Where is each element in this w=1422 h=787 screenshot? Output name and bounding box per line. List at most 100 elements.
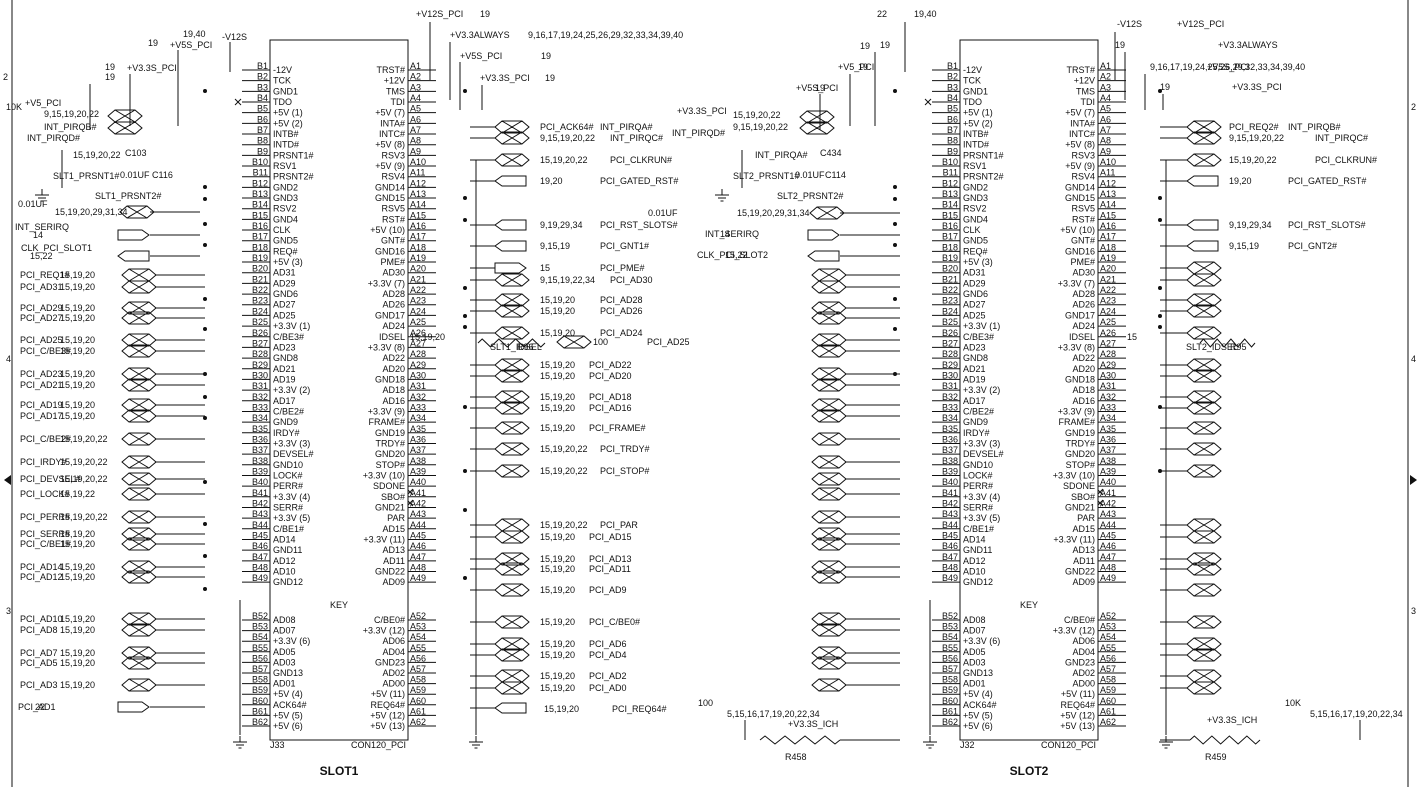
port-bidir <box>1186 304 1222 318</box>
junction <box>893 185 897 189</box>
port-bidir <box>811 487 847 501</box>
pin-number: B58 <box>942 675 958 685</box>
port-out <box>494 219 527 231</box>
label: 2 <box>3 72 8 82</box>
pin-name: +5V (6) <box>273 721 303 731</box>
label: 9,16,17,19,24,25,26,29,32,33,34,39,40 <box>528 30 683 40</box>
pin-name: PERR# <box>273 481 303 491</box>
label: C114 <box>825 170 846 180</box>
pin-number: B52 <box>942 611 958 621</box>
junction <box>1158 286 1162 290</box>
pin-name: +3.3V (8) <box>368 342 405 352</box>
pin-name: GND8 <box>963 353 988 363</box>
connector-ref: J32 <box>960 740 975 750</box>
port-bidir <box>1186 669 1222 683</box>
junction <box>203 89 207 93</box>
pin-number: B36 <box>942 434 958 444</box>
pin-name: ACK64# <box>963 700 997 710</box>
pin-number: A35 <box>1100 424 1116 434</box>
label: PCI_AD0 <box>589 683 627 693</box>
label: 15,19,20,22 <box>540 155 588 165</box>
pin-name: SERR# <box>963 502 993 512</box>
label: 15,19,20 <box>60 270 95 280</box>
port-bidir <box>811 678 847 692</box>
pin-number: A14 <box>1100 200 1116 210</box>
port-bidir <box>1186 120 1222 134</box>
pin-name: REQ# <box>963 246 988 256</box>
pin-name: +5V (13) <box>370 721 405 731</box>
pin-number: A42 <box>410 498 426 508</box>
label: PCI_AD24 <box>600 328 643 338</box>
pin-name: +5V (2) <box>273 118 303 128</box>
resistor <box>1189 735 1261 745</box>
junction <box>1158 325 1162 329</box>
pin-number: B9 <box>257 146 268 156</box>
pin-number: A62 <box>1100 717 1116 727</box>
port-bidir <box>811 537 847 551</box>
label: PCI_AD27 <box>20 313 63 323</box>
pin-name: GND20 <box>1065 449 1095 459</box>
pin-name: +5V (3) <box>963 257 993 267</box>
port-bidir <box>811 455 847 469</box>
pin-number: B57 <box>942 664 958 674</box>
pin-number: A36 <box>1100 434 1116 444</box>
pin-number: A33 <box>1100 402 1116 412</box>
pin-number: A1 <box>1100 61 1111 71</box>
pin-name: +3.3V (11) <box>1053 534 1095 544</box>
pin-name: AD30 <box>382 268 405 278</box>
pin-number: B20 <box>252 264 268 274</box>
label: 19,40 <box>914 9 937 19</box>
label: 4 <box>6 354 11 364</box>
pin-name: CLK <box>963 225 981 235</box>
junction <box>463 469 467 473</box>
pin-name: GND8 <box>273 353 298 363</box>
pin-name: +12V <box>1074 76 1095 86</box>
pin-number: A47 <box>1100 552 1116 562</box>
pin-number: A53 <box>410 622 426 632</box>
pin-name: IRDY# <box>273 428 300 438</box>
pin-number: B34 <box>942 413 958 423</box>
port-bidir <box>556 335 592 349</box>
pin-name: PME# <box>1070 257 1095 267</box>
label: PCI_AD30 <box>610 275 653 285</box>
pin-name: GND4 <box>963 214 988 224</box>
label: 14 <box>33 230 43 240</box>
label: PCI_AD11 <box>589 564 631 574</box>
pin-number: B53 <box>252 622 268 632</box>
label: 15,19,20 <box>60 313 95 323</box>
port-bidir <box>494 120 530 134</box>
label: PCI_ACK64# <box>540 122 594 132</box>
pin-name: C/BE1# <box>963 524 994 534</box>
pin-name: INTD# <box>963 140 989 150</box>
pin-number: B36 <box>252 434 268 444</box>
junction <box>893 372 897 376</box>
port-bidir <box>121 344 157 358</box>
label: INT_PIRQC# <box>610 133 663 143</box>
pin-name: RSV5 <box>1071 204 1095 214</box>
pin-number: A14 <box>410 200 426 210</box>
pin-number: B42 <box>252 498 268 508</box>
pin-number: B58 <box>252 675 268 685</box>
pin-name: AD01 <box>963 679 986 689</box>
pin-name: -12V <box>273 65 292 75</box>
port-bidir <box>1186 637 1222 651</box>
pin-number: A28 <box>1100 349 1116 359</box>
pin-name: +5V (12) <box>370 710 405 720</box>
label: 15,19,20 <box>540 371 575 381</box>
label: 4 <box>1411 354 1416 364</box>
label: PCI_C/BE1# <box>20 539 71 549</box>
port-bidir <box>811 432 847 446</box>
pin-number: A16 <box>410 221 426 231</box>
label: 15,19,22 <box>60 489 95 499</box>
pin-number: B4 <box>257 93 268 103</box>
junction <box>203 222 207 226</box>
pin-number: B25 <box>252 317 268 327</box>
label: 100 <box>593 337 608 347</box>
pin-name: AD16 <box>1072 396 1095 406</box>
pin-number: A21 <box>1100 274 1116 284</box>
pin-number: A40 <box>1100 477 1116 487</box>
port-bidir <box>1186 421 1222 435</box>
pin-number: A8 <box>410 136 421 146</box>
label: INT_PIRQA# <box>755 150 808 160</box>
label: 0.01UF <box>648 208 678 218</box>
